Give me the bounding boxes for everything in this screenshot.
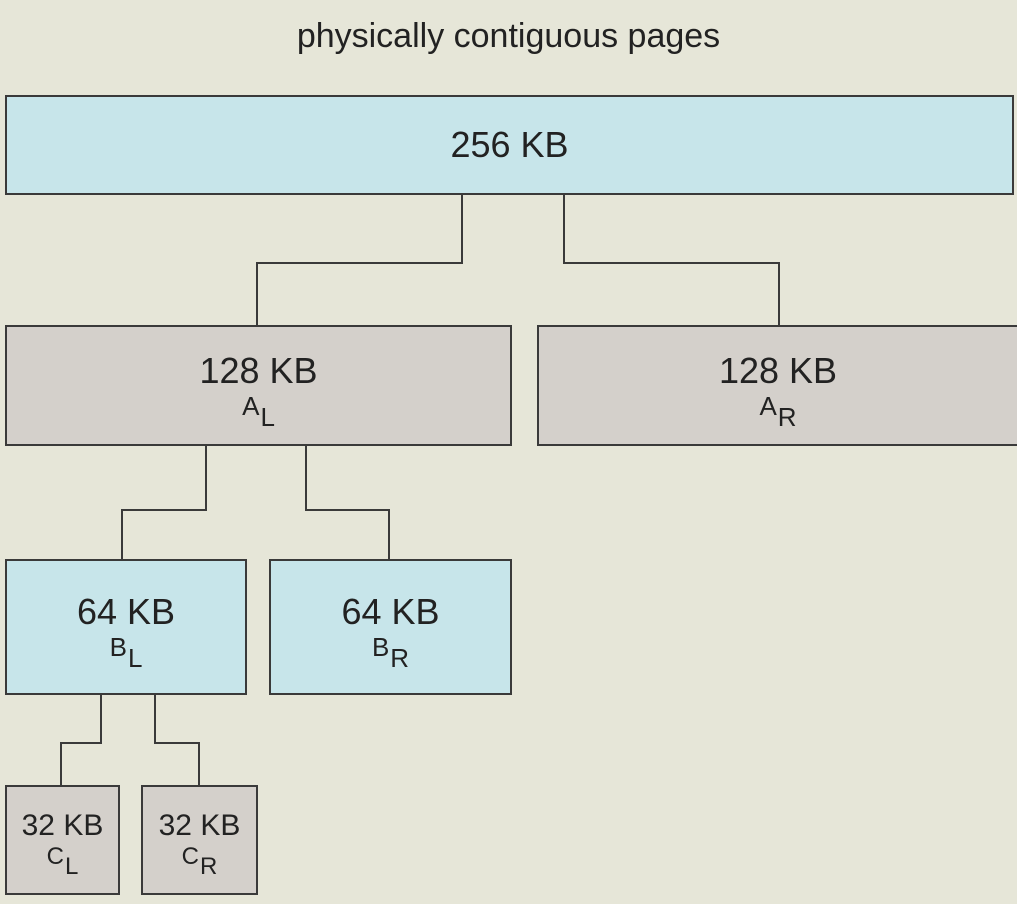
block-tag-ar: AR [759, 390, 796, 432]
block-256kb: 256 KB [5, 95, 1014, 195]
block-128kb-al: 128 KB AL [5, 325, 512, 446]
block-tag-letter: C [181, 843, 199, 870]
block-tag-letter: C [46, 843, 64, 870]
block-tag-br: BR [371, 632, 409, 673]
block-128kb-ar: 128 KB AR [537, 325, 1017, 446]
block-64kb-br: 64 KB BR [269, 559, 512, 695]
block-size-label: 64 KB [341, 591, 440, 632]
block-tag-al: AL [242, 390, 275, 432]
block-tag-letter: B [109, 632, 127, 662]
block-tag-bl: BL [109, 632, 143, 673]
block-tag-cl: CL [46, 843, 79, 880]
block-tag-letter: A [759, 390, 777, 421]
connector-root-to-a-left [256, 194, 463, 326]
connector-a-left-to-b-left [121, 445, 207, 560]
block-size-label: 128 KB [718, 349, 838, 391]
block-tag-subscript: L [64, 853, 79, 880]
diagram-title: physically contiguous pages [296, 17, 721, 55]
block-32kb-cr: 32 KB CR [141, 785, 258, 895]
block-tag-letter: A [242, 390, 260, 421]
block-tag-cr: CR [181, 843, 218, 880]
block-tag-subscript: R [200, 853, 218, 880]
connector-root-to-a-right [563, 194, 780, 326]
block-size-label: 256 KB [450, 124, 569, 165]
block-size-label: 128 KB [199, 349, 318, 391]
block-size-label: 64 KB [76, 591, 176, 632]
block-32kb-cl: 32 KB CL [5, 785, 120, 895]
block-size-label: 32 KB [21, 809, 104, 842]
connector-b-left-to-c-left [60, 694, 102, 786]
connector-a-left-to-b-right [305, 445, 390, 560]
block-tag-subscript: L [127, 643, 143, 673]
block-size-label: 32 KB [158, 809, 241, 842]
block-tag-subscript: R [777, 401, 797, 432]
connector-b-left-to-c-right [154, 694, 200, 786]
block-tag-subscript: R [390, 643, 410, 673]
block-tag-subscript: L [260, 401, 275, 432]
block-64kb-bl: 64 KB BL [5, 559, 247, 695]
block-tag-letter: B [371, 632, 390, 662]
